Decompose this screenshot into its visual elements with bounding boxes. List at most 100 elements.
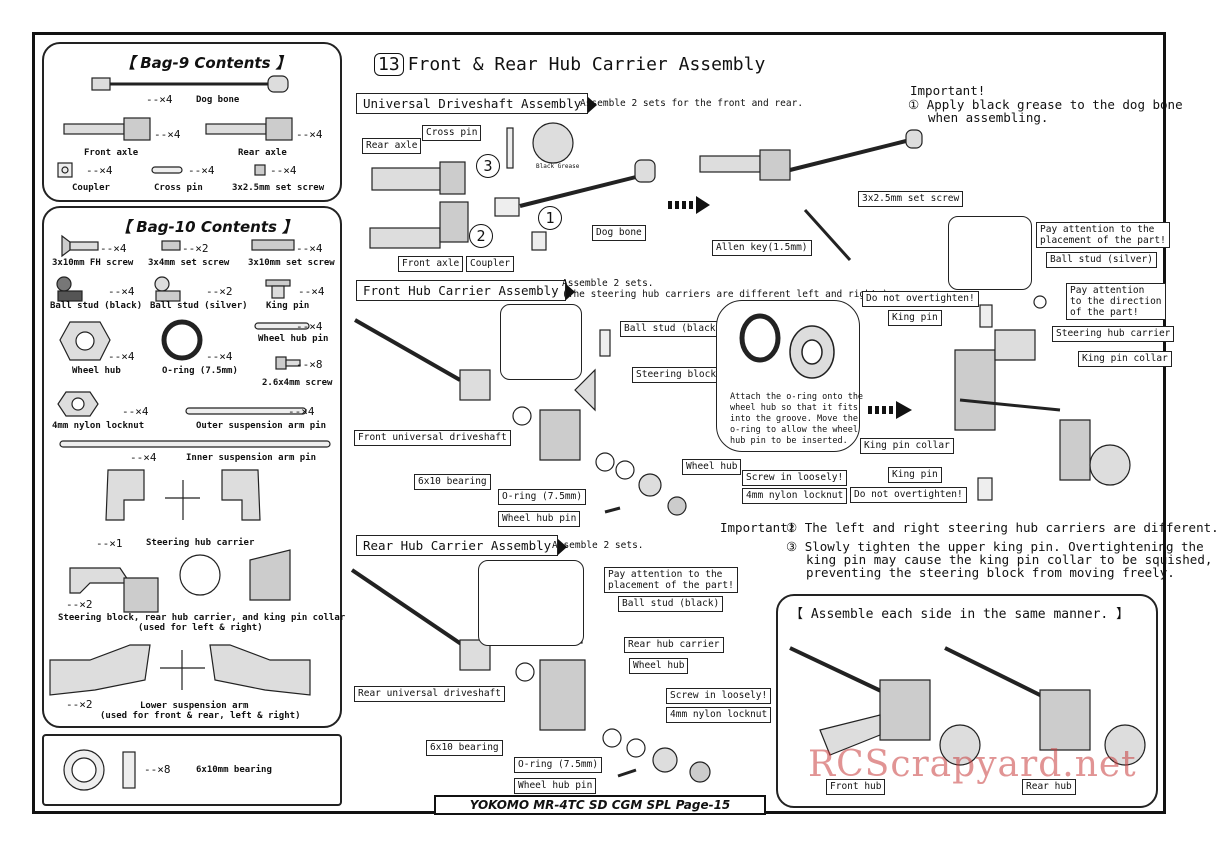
bag10-label: Ball stud (silver) — [150, 301, 248, 311]
bag10-label: Inner suspension arm pin — [186, 453, 317, 463]
label-wheel-hub-pin: Wheel hub pin — [498, 511, 581, 527]
label-steering-block: Steering block — [632, 367, 721, 383]
dog-bone-icon — [91, 75, 289, 93]
label-front-axle: Front axle — [398, 256, 464, 272]
bag9-label: Rear axle — [238, 148, 287, 158]
label-bearing: 6x10 bearing — [414, 474, 491, 490]
step-circle: 2 — [469, 224, 493, 248]
bag10-panel — [42, 206, 342, 728]
bag10-qty: --×4 — [298, 285, 325, 298]
front-axle-icon — [63, 117, 151, 141]
inner-arm-pin-icon — [59, 440, 331, 448]
important1-line1: ① Apply black grease to the dog bone — [908, 97, 1183, 112]
important2-line3b: king pin may cause the king pin collar t… — [806, 552, 1213, 567]
oring-callout — [716, 300, 860, 452]
bag9-qty: --×4 — [296, 128, 323, 141]
bag10-label: 3x10mm FH screw — [52, 258, 134, 268]
label-allen-key: Allen key(1.5mm) — [712, 240, 812, 256]
bag10-label: Outer suspension arm pin — [196, 421, 327, 431]
bag10-qty: --×2 — [206, 285, 233, 298]
bag9-label: Front axle — [84, 148, 139, 158]
bag10-qty: --×4 — [100, 242, 127, 255]
label-front-universal: Front universal driveshaft — [354, 430, 511, 446]
important2-line3c: preventing the steering block from movin… — [806, 565, 1175, 580]
bag10-qty: --×4 — [296, 242, 323, 255]
steering-block-icon — [69, 549, 291, 613]
locknut-icon — [57, 391, 99, 417]
oring-note-line: hub pin to be inserted. — [730, 436, 848, 446]
label-bearing: 6x10 bearing — [426, 740, 503, 756]
label-line: Pay attention to the — [608, 569, 723, 580]
important1-title: Important! — [910, 83, 986, 98]
process-arrow-icon — [668, 196, 912, 419]
label-locknut: 4mm nylon locknut — [742, 488, 848, 504]
oring-note-line: o-ring to allow the wheel — [730, 425, 858, 435]
label-king-pin-collar: King pin collar — [1078, 351, 1172, 367]
front-section-header: Front Hub Carrier Assembly — [356, 280, 575, 301]
watermark: RCScrapyard.net — [808, 744, 1137, 785]
bag10-label: Wheel hub pin — [258, 334, 329, 344]
rear-stud-callout — [478, 560, 584, 646]
bearing-label: 6x10mm bearing — [196, 765, 272, 775]
cross-pin-icon — [151, 166, 183, 174]
bag9-label: Cross pin — [154, 183, 203, 193]
label-do-not-overtighten: Do not overtighten! — [850, 487, 967, 503]
bag10-qty: --×4 — [206, 350, 233, 363]
label-ball-stud-black: Ball stud (black) — [618, 596, 724, 612]
label-cross-pin: Cross pin — [422, 125, 482, 141]
bag10-label: 2.6x4mm screw — [262, 378, 333, 388]
king-pin-icon — [265, 279, 291, 299]
label-ball-stud-silver: Ball stud (silver) — [1046, 252, 1157, 268]
label-screw-loosely: Screw in loosely! — [742, 470, 848, 486]
rear-hub-drawing — [350, 568, 711, 783]
wheel-hub-pin-icon — [254, 322, 310, 330]
rear-note: Assemble 2 sets. — [552, 540, 644, 551]
label-line: placement of the part! — [1040, 235, 1166, 246]
label-rear-hub-carrier: Rear hub carrier — [624, 637, 724, 653]
label-rear-universal: Rear universal driveshaft — [354, 686, 505, 702]
bag10-qty: --×4 — [108, 285, 135, 298]
ball-stud-callout — [500, 304, 582, 380]
bag9-qty: --×4 — [86, 164, 113, 177]
bag10-label: Lower suspension arm — [140, 701, 249, 711]
bag10-qty: --×4 — [122, 405, 149, 418]
set-screw-4mm-icon — [161, 240, 181, 251]
steering-hub-drawing — [954, 233, 1131, 501]
bag9-qty: --×4 — [188, 164, 215, 177]
bag10-qty: --×2 — [66, 698, 93, 711]
oring-note-line: wheel hub so that it fits — [730, 403, 858, 413]
page-footer: YOKOMO MR-4TC SD CGM SPL Page-15 — [434, 795, 766, 815]
bag10-qty: --×4 — [288, 405, 315, 418]
label-line: Pay attention to the — [1040, 224, 1155, 235]
label-steering-hub-carrier: Steering hub carrier — [1052, 326, 1175, 342]
bag10-label: Steering hub carrier — [146, 538, 255, 548]
oring-note-line: Attach the o-ring onto the — [730, 392, 864, 402]
step-title-text: Front & Rear Hub Carrier Assembly — [407, 54, 766, 75]
label-king-pin-collar: King pin collar — [860, 438, 954, 454]
label-ball-stud-black: Ball stud (black) — [620, 321, 726, 337]
important2-title: Important! — [720, 520, 796, 535]
label-line: Pay attention — [1070, 285, 1145, 296]
bag9-label: Coupler — [72, 183, 110, 193]
bag9-label: 3x2.5mm set screw — [232, 183, 325, 193]
label-oring: O-ring (7.5mm) — [514, 757, 603, 773]
step-number: 13 — [374, 53, 404, 76]
bag10-qty: --×4 — [108, 350, 135, 363]
bag9-qty: --×4 — [270, 164, 297, 177]
rear-axle-icon — [205, 117, 293, 141]
bearing-icon — [63, 749, 136, 791]
important2-line2: ② The left and right steering hub carrie… — [786, 520, 1219, 535]
outer-arm-pin-icon — [185, 407, 307, 415]
bag10-qty: --×8 — [296, 358, 323, 371]
ball-stud-silver-icon — [154, 276, 181, 302]
bag10-qty: --×4 — [296, 320, 323, 333]
bag9-qty: --×4 — [154, 128, 181, 141]
set-screw-icon — [254, 164, 266, 176]
bag10-qty: --×2 — [66, 598, 93, 611]
bag10-sublabel: (used for front & rear, left & right) — [100, 711, 301, 721]
important2-line3a: ③ Slowly tighten the upper king pin. Ove… — [786, 539, 1204, 554]
oring-note-line: into the groove. Move the — [730, 414, 858, 424]
bag10-label: Steering block, rear hub carrier, and ki… — [58, 613, 346, 623]
bag9-qty: --×4 — [146, 93, 173, 106]
